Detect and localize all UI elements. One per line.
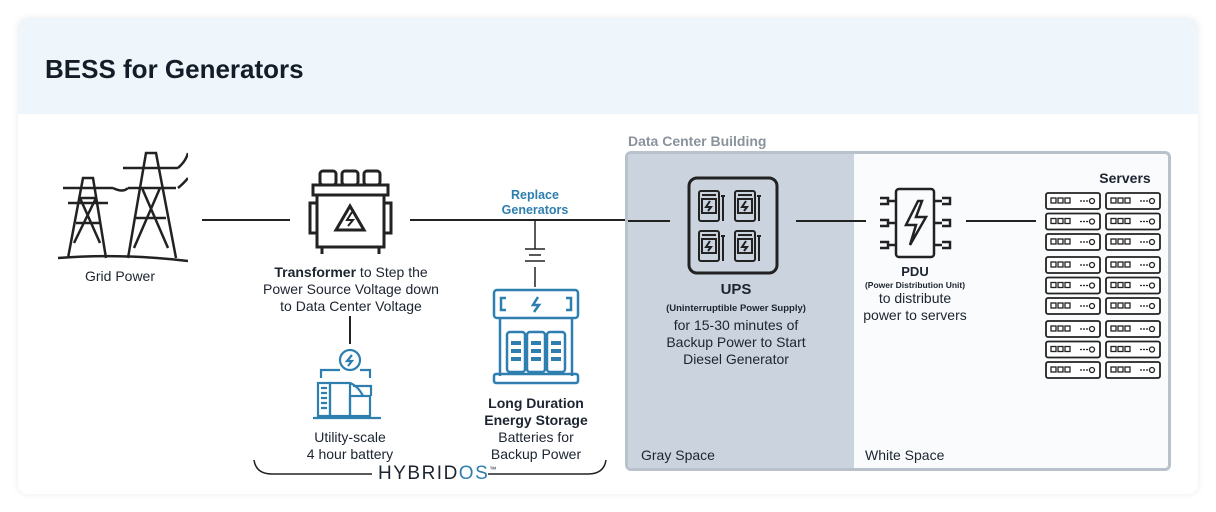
hybridos-bracket [253, 459, 607, 475]
ldes-desc-2: Backup Power [490, 446, 582, 462]
ldes-title-1: Long Duration [488, 395, 584, 411]
transformer-desc-3: to Data Center Voltage [280, 298, 422, 314]
hybridos-logo: HYBRIDOS™ [378, 463, 498, 485]
server-unit-icon [1105, 192, 1161, 210]
connector-line [410, 219, 672, 221]
battery-symbol-icon [525, 219, 545, 287]
utility-line-1: Utility-scale [314, 429, 386, 445]
hybridos-logo-main: HYBRID [378, 463, 459, 484]
server-unit-icon [1045, 233, 1101, 251]
server-unit-icon [1105, 297, 1161, 315]
server-unit-icon [1105, 233, 1161, 251]
replace-line-1: Replace [511, 188, 559, 202]
energy-storage-icon [492, 288, 580, 385]
server-unit-icon [1045, 276, 1101, 295]
white-space-label: White Space [865, 447, 945, 463]
ldes-desc-1: Batteries for [498, 429, 574, 445]
pdu-desc-1: to distribute [878, 290, 952, 306]
grid-power-label: Grid Power [84, 268, 156, 284]
gray-space-area [628, 154, 854, 468]
transformer-desc-2: Power Source Voltage down [263, 281, 439, 297]
transformer-desc-1: to Step the [356, 264, 428, 280]
ldes-title-2: Energy Storage [484, 412, 588, 428]
server-unit-icon [1045, 212, 1101, 231]
pdu-subtitle: (Power Distribution Unit) [864, 280, 966, 290]
server-unit-icon [1045, 297, 1101, 315]
ups-title: UPS [720, 281, 752, 298]
power-tower-icon [58, 151, 188, 263]
pdu-title: PDU [901, 264, 929, 279]
ups-icon [687, 176, 779, 275]
utility-battery-icon [313, 348, 381, 420]
transformer-name: Transformer [274, 264, 357, 280]
servers-label: Servers [1099, 170, 1151, 186]
server-unit-icon [1045, 361, 1101, 379]
servers-rack [1045, 192, 1161, 379]
connector-line [628, 220, 670, 222]
utility-line-2: 4 hour battery [306, 446, 394, 462]
diagram-card: BESS for Generators Grid Power Transform… [18, 18, 1198, 494]
ups-subtitle: (Uninterruptible Power Supply) [666, 303, 806, 314]
server-unit-icon [1105, 212, 1161, 231]
hybridos-tm: ™ [489, 466, 498, 474]
ups-desc-2: Backup Power to Start [666, 334, 806, 350]
ups-desc-3: Diesel Generator [683, 351, 789, 367]
pdu-label: PDU(Power Distribution Unit)to distribut… [848, 263, 982, 324]
data-center-building: Gray Space White Space UPS (Uninterruptib… [625, 151, 1171, 471]
server-unit-icon [1045, 340, 1101, 359]
server-unit-icon [1105, 256, 1161, 274]
page-title: BESS for Generators [45, 54, 304, 84]
header: BESS for Generators [18, 18, 1198, 114]
hybridos-logo-accent: OS [458, 463, 490, 484]
ups-desc-1: for 15-30 minutes of [673, 317, 799, 333]
server-unit-icon [1105, 361, 1161, 379]
ups-label: UPS (Uninterruptible Power Supply) for 15-… [648, 281, 824, 368]
connector-line [966, 220, 1036, 222]
gray-space-label: Gray Space [641, 447, 715, 463]
server-unit-icon [1105, 340, 1161, 359]
server-unit-icon [1045, 192, 1101, 210]
transformer-icon [308, 169, 393, 254]
connector-line [202, 219, 290, 221]
pdu-desc-2: power to servers [863, 307, 967, 323]
connector-line [349, 316, 351, 344]
connector-line [796, 220, 866, 222]
server-unit-icon [1045, 320, 1101, 338]
pdu-icon [880, 187, 952, 259]
server-unit-icon [1105, 276, 1161, 295]
server-unit-icon [1105, 320, 1161, 338]
replace-line-2: Generators [501, 203, 569, 217]
data-center-building-label: Data Center Building [628, 133, 767, 149]
server-unit-icon [1045, 256, 1101, 274]
